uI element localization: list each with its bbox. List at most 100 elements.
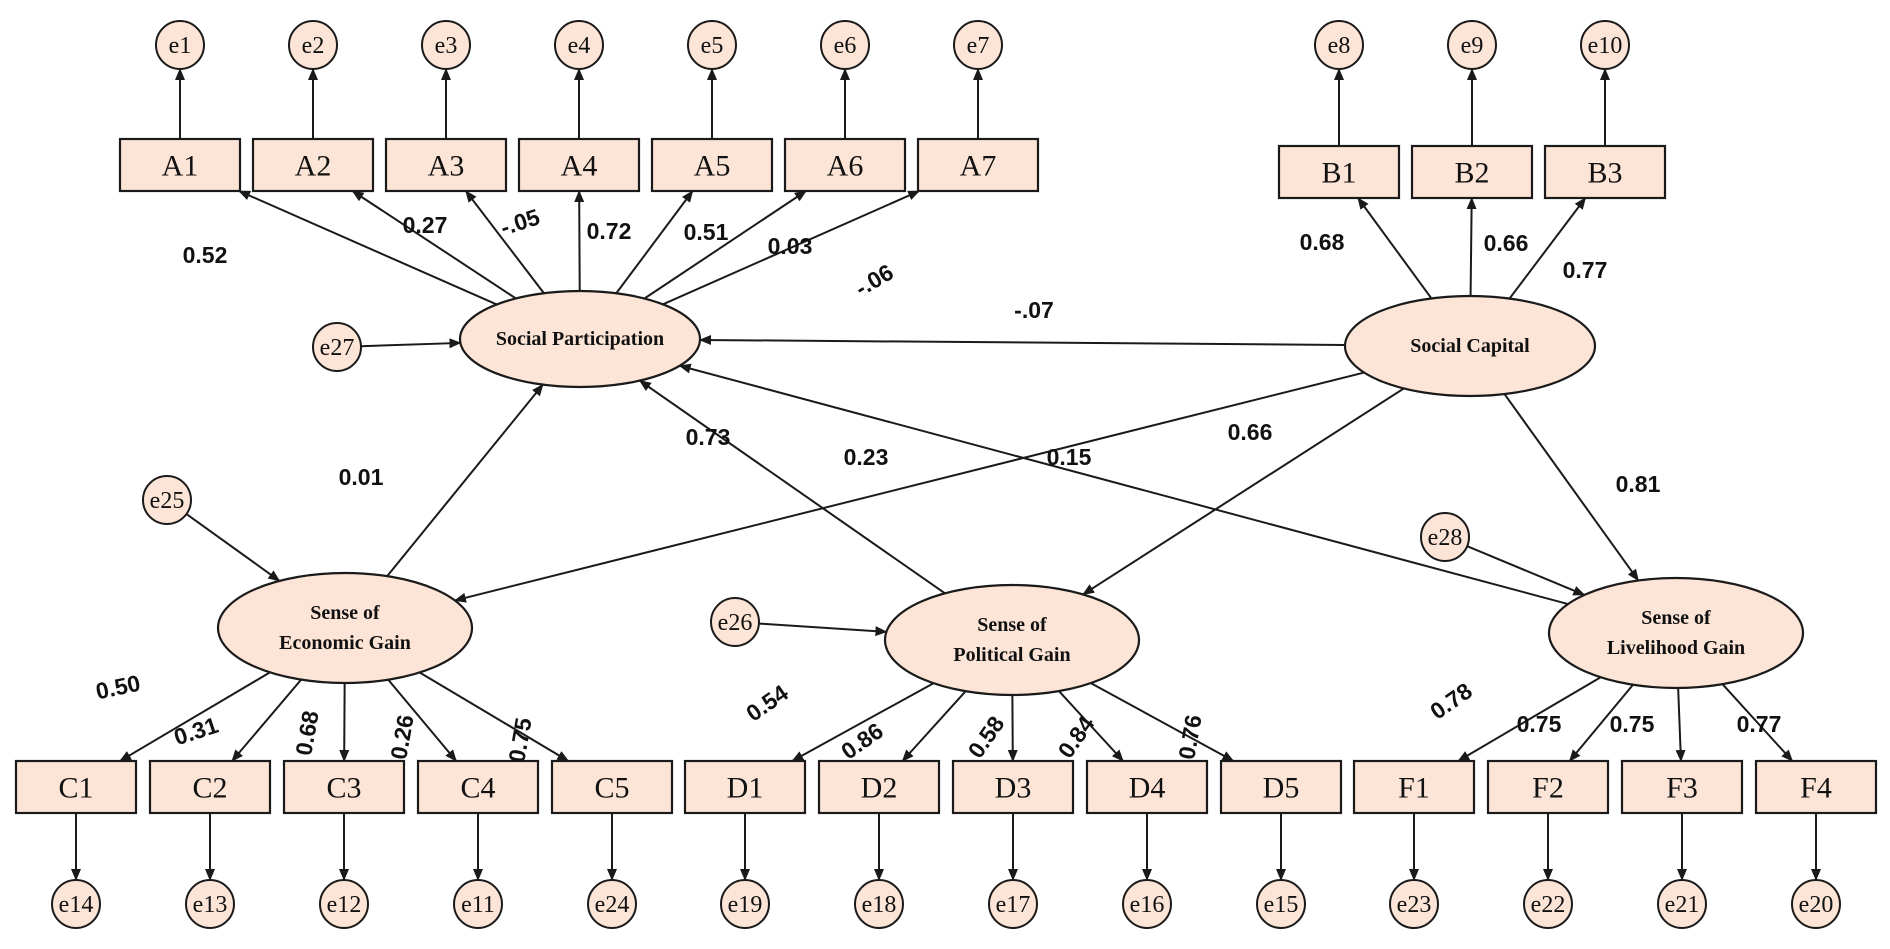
error-label: e26 bbox=[718, 610, 753, 636]
error-e26: e26 bbox=[710, 597, 760, 647]
error-label: e11 bbox=[461, 892, 495, 918]
error-e28: e28 bbox=[1420, 512, 1470, 562]
indicator-box bbox=[14, 759, 138, 815]
error-label: e3 bbox=[435, 33, 458, 59]
error-label: e18 bbox=[862, 892, 897, 918]
loading-label-D3: 0.58 bbox=[963, 711, 1010, 763]
loading-arrow-sc-B2 bbox=[1466, 197, 1477, 297]
disturbance-arrow-e27-sp bbox=[360, 338, 462, 349]
indicator-A7: A7 bbox=[916, 137, 1040, 193]
path-label-sc-eg: 0.15 bbox=[1047, 444, 1092, 470]
error-e10: e10 bbox=[1580, 20, 1630, 70]
path-arrow-sc-pg bbox=[1082, 387, 1405, 596]
path-arrow-lg-sp bbox=[678, 363, 1569, 606]
indicator-box bbox=[783, 137, 907, 193]
error-circle bbox=[687, 20, 737, 70]
loading-label-C4: 0.26 bbox=[385, 713, 418, 762]
loading-arrow-sp-A6 bbox=[643, 190, 807, 300]
error-label: e27 bbox=[320, 335, 355, 361]
error-label: e15 bbox=[1264, 892, 1299, 918]
indicator-box bbox=[416, 759, 540, 815]
indicator-F3: F3 bbox=[1620, 759, 1744, 815]
error-label: e16 bbox=[1130, 892, 1165, 918]
path-arrow-pg-sp bbox=[638, 379, 946, 595]
error-label: e14 bbox=[59, 892, 94, 918]
error-e14: e14 bbox=[51, 879, 101, 929]
indicator-box bbox=[1085, 759, 1209, 815]
path-arrow-sc-lg bbox=[1503, 393, 1640, 582]
path-label-sc-sp: -.07 bbox=[1014, 297, 1054, 323]
indicator-D2: D2 bbox=[817, 759, 941, 815]
disturbance-arrow-e25-eg bbox=[185, 513, 281, 582]
loading-arrow-sp-A1 bbox=[238, 190, 498, 306]
error-e24: e24 bbox=[587, 879, 637, 929]
error-label: e23 bbox=[1397, 892, 1432, 918]
error-e13: e13 bbox=[185, 879, 235, 929]
indicator-label: D1 bbox=[727, 772, 764, 805]
latent-ellipse bbox=[1547, 576, 1805, 690]
indicator-B3: B3 bbox=[1543, 144, 1667, 200]
indicator-D4: D4 bbox=[1085, 759, 1209, 815]
indicator-label: A3 bbox=[428, 150, 465, 183]
error-circle bbox=[142, 475, 192, 525]
error-circle bbox=[51, 879, 101, 929]
error-circle bbox=[155, 20, 205, 70]
indicator-F1: F1 bbox=[1352, 759, 1476, 815]
indicator-box bbox=[951, 759, 1075, 815]
latent-label: Social Participation bbox=[496, 328, 664, 350]
loading-label-A5: 0.51 bbox=[684, 219, 729, 245]
latent-ellipse bbox=[216, 571, 474, 685]
loading-label-B1: 0.68 bbox=[1300, 229, 1345, 255]
loading-arrow-sp-A7 bbox=[662, 190, 921, 306]
indicator-box bbox=[1543, 144, 1667, 200]
latent-sc: Social Capital bbox=[1343, 294, 1597, 398]
indicator-label: C5 bbox=[594, 772, 629, 805]
indicator-label: D2 bbox=[861, 772, 898, 805]
loading-arrow-sp-A5 bbox=[615, 190, 694, 294]
error-e9: e9 bbox=[1447, 20, 1497, 70]
loading-arrow-lg-F4 bbox=[1721, 683, 1794, 762]
error-e7: e7 bbox=[953, 20, 1003, 70]
error-e16: e16 bbox=[1122, 879, 1172, 929]
indicator-A1: A1 bbox=[118, 137, 242, 193]
error-label: e9 bbox=[1461, 33, 1484, 59]
error-label: e2 bbox=[302, 33, 325, 59]
error-e1: e1 bbox=[155, 20, 205, 70]
error-circle bbox=[185, 879, 235, 929]
error-circle bbox=[1523, 879, 1573, 929]
loading-label-B3: 0.77 bbox=[1563, 257, 1608, 283]
error-circle bbox=[554, 20, 604, 70]
loading-label-A1: 0.52 bbox=[183, 242, 228, 268]
error-circle bbox=[421, 20, 471, 70]
indicator-label: F3 bbox=[1666, 772, 1698, 805]
error-e25: e25 bbox=[142, 475, 192, 525]
loading-arrow-eg-C4 bbox=[387, 679, 458, 762]
indicator-label: C3 bbox=[326, 772, 361, 805]
indicator-D5: D5 bbox=[1219, 759, 1343, 815]
indicator-box bbox=[118, 137, 242, 193]
indicator-label: D3 bbox=[995, 772, 1032, 805]
error-circle bbox=[453, 879, 503, 929]
loading-label-A4: 0.72 bbox=[587, 218, 632, 244]
error-circle bbox=[1314, 20, 1364, 70]
error-label: e12 bbox=[327, 892, 362, 918]
latent-ellipse bbox=[458, 289, 702, 389]
error-e18: e18 bbox=[854, 879, 904, 929]
error-circle bbox=[1791, 879, 1841, 929]
indicator-F2: F2 bbox=[1486, 759, 1610, 815]
error-label: e20 bbox=[1799, 892, 1834, 918]
error-e4: e4 bbox=[554, 20, 604, 70]
loading-arrow-sc-B3 bbox=[1508, 197, 1587, 300]
loading-label-F2: 0.75 bbox=[1517, 711, 1562, 737]
indicator-box bbox=[1277, 144, 1401, 200]
loading-arrow-eg-C1 bbox=[119, 671, 271, 762]
loading-label-C5: 0.75 bbox=[503, 715, 536, 764]
indicator-C4: C4 bbox=[416, 759, 540, 815]
indicator-A6: A6 bbox=[783, 137, 907, 193]
indicator-C1: C1 bbox=[14, 759, 138, 815]
indicator-D1: D1 bbox=[683, 759, 807, 815]
indicator-label: D4 bbox=[1129, 772, 1166, 805]
